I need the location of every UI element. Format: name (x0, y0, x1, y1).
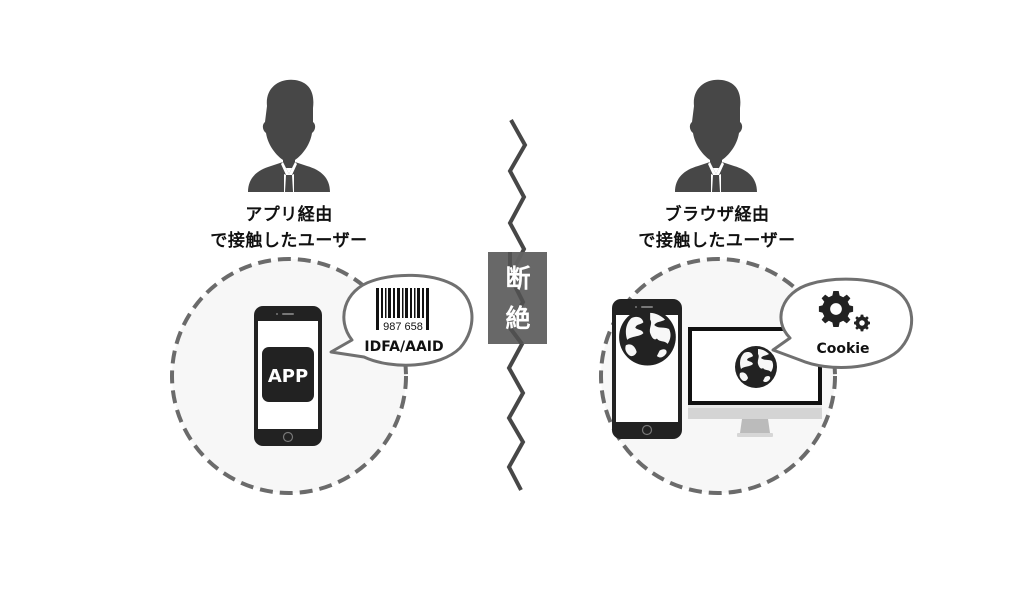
right-user-label: ブラウザ経由 で接触したユーザー (612, 202, 822, 254)
app-label: APP (268, 366, 308, 387)
right-speech-bubble: Cookie (771, 277, 913, 369)
barcode-icon (376, 288, 429, 330)
right-title-line1: ブラウザ経由 (664, 205, 770, 225)
gear-small-icon (854, 314, 870, 332)
left-person-icon (248, 79, 330, 192)
disconnect-label-2: 絶 (505, 304, 530, 333)
cookie-label: Cookie (816, 341, 869, 357)
right-title-line2: で接触したユーザー (638, 231, 796, 251)
phone-globe-icon (619, 308, 676, 366)
gear-large-icon (818, 291, 854, 327)
left-speech-bubble: 987 658 IDFA/AAID (329, 273, 474, 367)
app-icon: APP (262, 347, 314, 402)
monitor-globe-icon (735, 346, 777, 388)
disconnect-label-box: 断 絶 (488, 252, 547, 346)
idfa-aaid-label: IDFA/AAID (364, 339, 443, 355)
disconnect-label-1: 断 (505, 264, 530, 293)
right-person-icon (675, 79, 757, 192)
left-user-label: アプリ経由 で接触したユーザー (184, 202, 394, 254)
right-smartphone-icon (612, 299, 682, 439)
barcode-number: 987 658 (383, 321, 423, 333)
left-title-line1: アプリ経由 (245, 205, 333, 225)
left-title-line2: で接触したユーザー (210, 231, 368, 251)
